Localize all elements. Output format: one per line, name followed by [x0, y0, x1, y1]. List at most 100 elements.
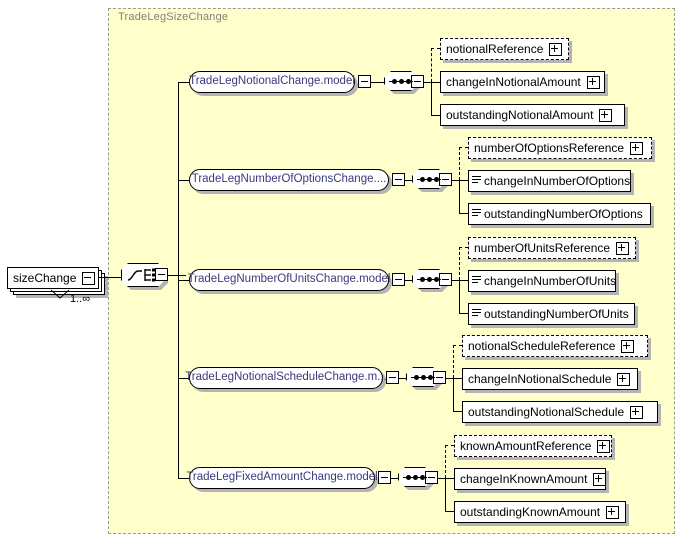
- group-label: TradeLegSizeChange: [118, 11, 229, 23]
- plus-icon-notional-reference[interactable]: [549, 42, 563, 56]
- model-group-tradelegnumberofunitschange[interactable]: TradeLegNumberOfUnitsChange.model: [187, 269, 391, 291]
- branch-2-child-spine: [459, 180, 460, 213]
- minus-icon-model-group-2[interactable]: [392, 173, 405, 186]
- simple-type-icon-outstanding-number-of-options: [472, 208, 481, 220]
- connector-seq5-out: [438, 478, 446, 479]
- element-change-in-notional-schedule[interactable]: changeInNotionalSchedule: [462, 368, 638, 390]
- trunk-branch-5: [178, 478, 189, 479]
- minus-icon-model-group-1[interactable]: [358, 75, 371, 88]
- element-outstanding-number-of-options-label: outstandingNumberOfOptions: [484, 207, 643, 221]
- connector-mg2-to-seq2: [405, 180, 412, 181]
- element-change-in-known-amount-label: changeInKnownAmount: [460, 472, 588, 486]
- plus-icon-change-in-notional-amount[interactable]: [586, 75, 600, 89]
- model-group-2-label: TradeLegNumberOfOptionsChange....: [191, 173, 387, 186]
- branch-2-child-2-stub: [459, 180, 468, 181]
- trunk-branch-3: [178, 280, 189, 281]
- connector-mg4-to-seq4: [399, 378, 406, 379]
- element-change-in-number-of-options-label: changeInNumberOfOptions: [484, 174, 631, 188]
- model-group-tradelegnumberofoptionschange[interactable]: TradeLegNumberOfOptionsChange....: [189, 169, 389, 191]
- element-outstanding-notional-amount[interactable]: outstandingNotionalAmount: [440, 104, 625, 126]
- trunk-branch-1: [178, 82, 189, 83]
- branch-5-child-2-stub: [445, 478, 454, 479]
- branch-1-child-3-stub: [431, 115, 440, 116]
- element-outstanding-number-of-units-label: outstandingNumberOfUnits: [484, 307, 629, 321]
- branch-4-child-3-stub: [453, 411, 462, 412]
- element-change-in-number-of-options[interactable]: changeInNumberOfOptions: [468, 170, 631, 192]
- cardinality-brace: [50, 289, 70, 299]
- simple-type-icon-outstanding-number-of-units: [472, 308, 481, 320]
- branch-5-child-1-stub: [445, 445, 454, 446]
- branch-4-child-2-stub: [453, 378, 462, 379]
- model-group-tradelegnotionalschedulechange[interactable]: TradeLegNotionalScheduleChange.m...: [185, 367, 387, 389]
- plus-icon-outstanding-known-amount[interactable]: [606, 505, 620, 519]
- element-change-in-known-amount[interactable]: changeInKnownAmount: [454, 468, 607, 490]
- minus-icon-model-group-4[interactable]: [386, 371, 399, 384]
- element-outstanding-known-amount-label: outstandingKnownAmount: [460, 505, 601, 519]
- element-change-in-notional-amount-label: changeInNotionalAmount: [446, 75, 581, 89]
- trunk-branch-4: [178, 378, 189, 379]
- element-notional-reference-label: notionalReference: [446, 42, 544, 56]
- connector-seq2-out: [452, 180, 460, 181]
- connector-mg1-to-seq1: [371, 82, 384, 83]
- connector-seq3-out: [452, 280, 460, 281]
- minus-icon-choice[interactable]: [155, 268, 168, 281]
- element-notional-schedule-reference[interactable]: notionalScheduleReference: [462, 335, 648, 357]
- branch-5-child-3-stub: [445, 511, 454, 512]
- connector-seq1-out: [424, 82, 432, 83]
- model-group-tradelegfixedamountchange[interactable]: TradeLegFixedAmountChange.model: [186, 467, 378, 489]
- sequence-icon-1: [389, 76, 413, 87]
- element-change-in-number-of-units-label: changeInNumberOfUnits: [484, 274, 617, 288]
- plus-icon-outstanding-notional-amount[interactable]: [599, 108, 613, 122]
- element-number-of-units-reference[interactable]: numberOfUnitsReference: [468, 237, 636, 259]
- element-number-of-options-reference[interactable]: numberOfOptionsReference: [468, 137, 652, 159]
- simple-type-icon-change-in-number-of-options: [472, 175, 481, 187]
- branch-1-child-spine: [431, 82, 432, 115]
- model-group-tradelegnotionalchange[interactable]: TradeLegNotionalChange.model: [189, 71, 355, 93]
- element-size-change[interactable]: sizeChange: [7, 267, 99, 289]
- element-outstanding-number-of-options[interactable]: outstandingNumberOfOptions: [468, 203, 651, 225]
- minus-icon-size-change[interactable]: [82, 271, 96, 285]
- element-known-amount-reference-label: knownAmountReference: [460, 439, 592, 453]
- sequence-icon-3: [417, 274, 441, 285]
- connector-seq4-out: [446, 378, 454, 379]
- plus-icon-number-of-options-reference[interactable]: [630, 141, 644, 155]
- minus-icon-model-group-3[interactable]: [392, 273, 405, 286]
- sequence-icon-4: [411, 372, 435, 383]
- branch-2-child-1-stub: [459, 147, 468, 148]
- plus-icon-number-of-units-reference[interactable]: [616, 241, 630, 255]
- minus-icon-sequence-5[interactable]: [425, 471, 438, 484]
- element-change-in-number-of-units[interactable]: changeInNumberOfUnits: [468, 270, 616, 292]
- minus-icon-model-group-5[interactable]: [378, 471, 391, 484]
- plus-icon-change-in-notional-schedule[interactable]: [617, 372, 631, 386]
- plus-icon-outstanding-notional-schedule[interactable]: [630, 405, 644, 419]
- element-outstanding-known-amount[interactable]: outstandingKnownAmount: [454, 501, 626, 523]
- element-outstanding-number-of-units[interactable]: outstandingNumberOfUnits: [468, 303, 635, 325]
- branch-1-child-1-stub: [431, 48, 440, 49]
- model-group-3-label: TradeLegNumberOfUnitsChange.model: [187, 273, 391, 286]
- choice-icon: [127, 268, 155, 282]
- branch-3-child-1-stub: [459, 247, 468, 248]
- model-group-4-label: TradeLegNotionalScheduleChange.m...: [185, 371, 387, 384]
- model-group-5-label: TradeLegFixedAmountChange.model: [186, 471, 378, 484]
- branch-1-optional-spine: [431, 48, 432, 82]
- element-number-of-units-reference-label: numberOfUnitsReference: [474, 241, 611, 255]
- element-outstanding-notional-amount-label: outstandingNotionalAmount: [446, 108, 594, 122]
- element-notional-reference[interactable]: notionalReference: [440, 38, 569, 60]
- model-group-1-label: TradeLegNotionalChange.model: [189, 75, 355, 88]
- element-change-in-notional-amount[interactable]: changeInNotionalAmount: [440, 71, 605, 93]
- branch-3-child-3-stub: [459, 313, 468, 314]
- branch-4-child-spine: [453, 378, 454, 411]
- element-known-amount-reference[interactable]: knownAmountReference: [454, 435, 612, 457]
- branch-1-child-2-stub: [431, 82, 440, 83]
- cardinality-size-change: 1..∞: [70, 293, 91, 305]
- plus-icon-notional-schedule-reference[interactable]: [621, 339, 635, 353]
- plus-icon-known-amount-reference[interactable]: [597, 439, 611, 453]
- sequence-icon-5: [403, 472, 427, 483]
- connector-mg5-to-seq5: [391, 478, 398, 479]
- element-size-change-label: sizeChange: [13, 271, 77, 285]
- element-outstanding-notional-schedule[interactable]: outstandingNotionalSchedule: [462, 401, 658, 423]
- plus-icon-change-in-known-amount[interactable]: [593, 472, 607, 486]
- element-outstanding-notional-schedule-label: outstandingNotionalSchedule: [468, 405, 625, 419]
- connector-root-to-choice: [99, 277, 121, 278]
- branch-4-optional-spine: [453, 345, 454, 378]
